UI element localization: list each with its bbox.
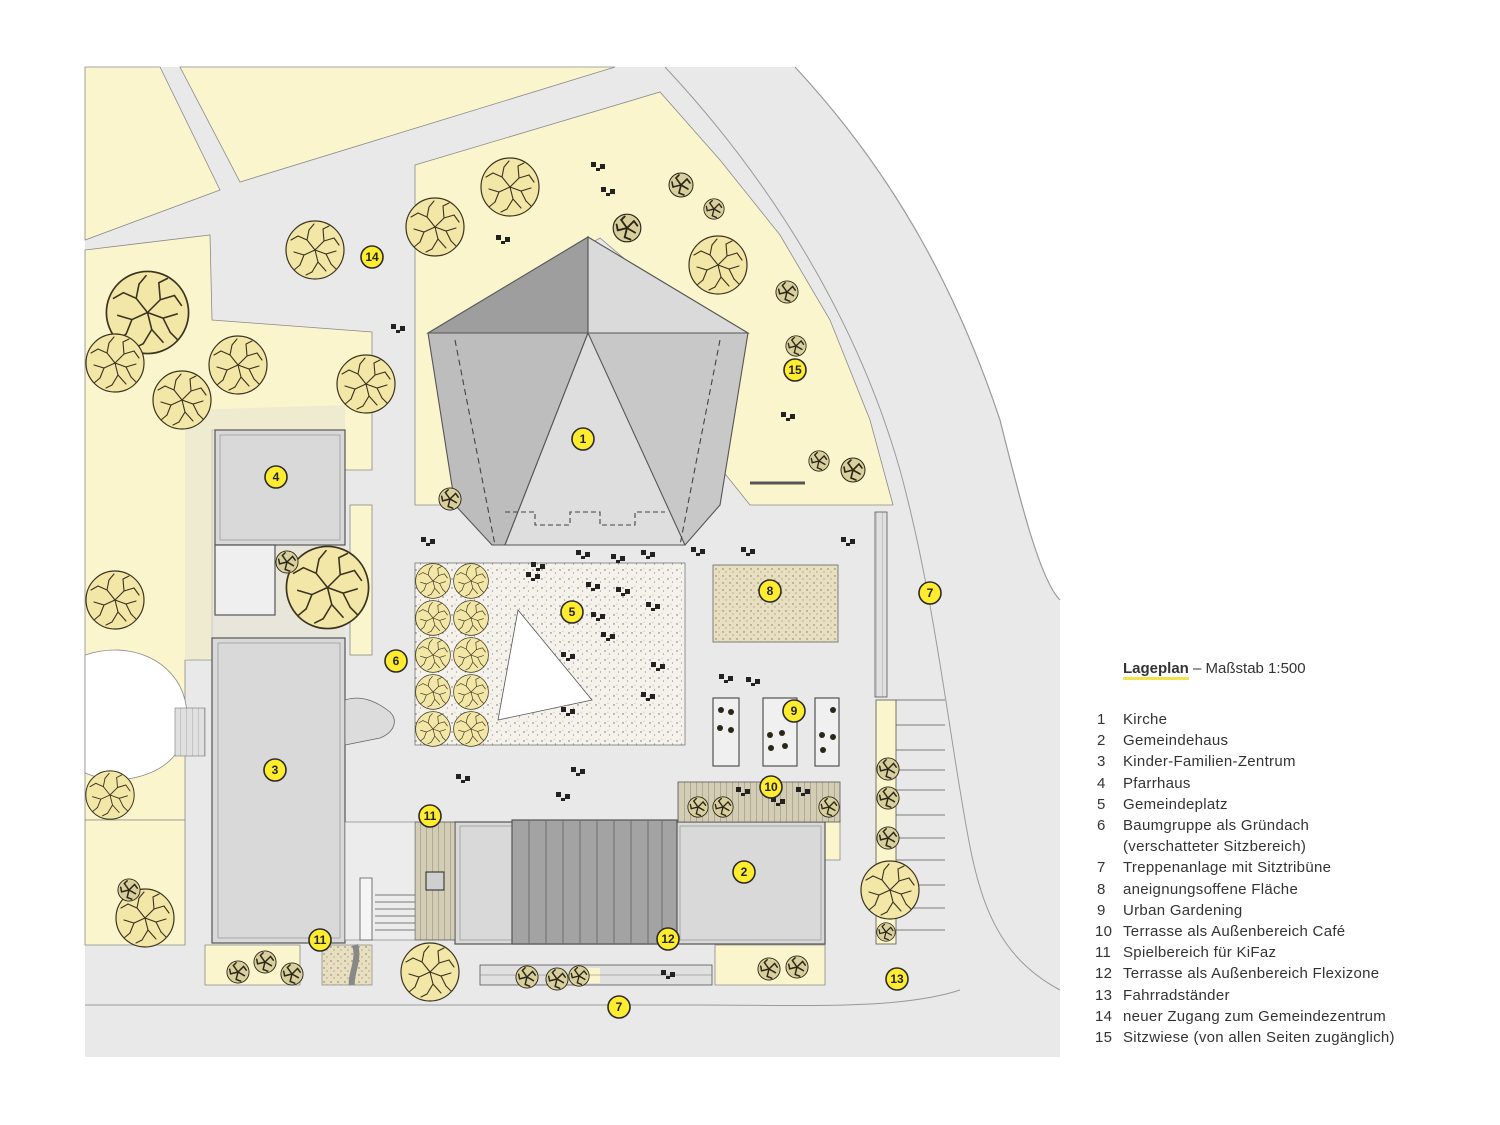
marker-11-north: 11	[418, 804, 442, 828]
legend-item-label: Gemeindeplatz	[1123, 795, 1228, 813]
legend-item-label: Baumgruppe als Gründach	[1123, 817, 1310, 835]
svg-text:13: 13	[890, 972, 904, 986]
legend-item-label: neuer Zugang zum Gemeindezentrum	[1123, 1007, 1387, 1025]
legend-item-label: Pfarrhaus	[1123, 774, 1191, 792]
legend-item-number: 6	[1097, 817, 1106, 835]
legend-item-label: Spielbereich für KiFaz	[1123, 944, 1277, 962]
svg-text:6: 6	[393, 654, 400, 668]
svg-text:11: 11	[314, 933, 327, 947]
marker-3: 3	[263, 758, 287, 782]
legend-title-bold: Lageplan	[1123, 660, 1189, 680]
marker-5: 5	[560, 600, 584, 624]
open-area	[712, 564, 839, 643]
marker-12: 12	[656, 927, 680, 951]
legend-item-number: 13	[1095, 986, 1113, 1004]
svg-text:9: 9	[791, 704, 798, 718]
legend-item: 2 Gemeindehaus	[1095, 730, 1495, 751]
legend-item-number	[1095, 836, 1123, 857]
legend-item-label: Treppenanlage mit Sitztribüne	[1123, 859, 1332, 877]
svg-text:1: 1	[580, 432, 587, 446]
legend-item: 1 Kirche	[1095, 709, 1495, 730]
legend-item: 12 Terrasse als Außenbereich Flexizone	[1095, 963, 1495, 984]
legend-item: 3 Kinder-Familien-Zentrum	[1095, 751, 1495, 772]
legend-item: 10 Terrasse als Außenbereich Café	[1095, 921, 1495, 942]
svg-text:7: 7	[927, 586, 934, 600]
legend-item-label: Terrasse als Außenbereich Café	[1123, 923, 1346, 941]
legend-item: 7 Treppenanlage mit Sitztribüne	[1095, 857, 1495, 878]
legend-item: 11 Spielbereich für KiFaz	[1095, 942, 1495, 963]
svg-text:3: 3	[272, 763, 279, 777]
legend-item-label: Kirche	[1123, 711, 1168, 728]
legend-item: 15 Sitzwiese (von allen Seiten zugänglich…	[1095, 1027, 1495, 1048]
legend-item-label: Gemeindehaus	[1123, 732, 1229, 750]
legend-item: 4 Pfarrhaus	[1095, 773, 1495, 794]
marker-4: 4	[264, 465, 288, 489]
legend-item-label: aneignungsoffene Fläche	[1123, 880, 1299, 898]
legend-item-number: 7	[1097, 859, 1106, 877]
marker-2: 2	[732, 860, 756, 884]
legend-item-number: 14	[1095, 1007, 1113, 1025]
legend-item-number: 2	[1097, 732, 1106, 750]
marker-7-south: 7	[607, 995, 631, 1019]
marker-13: 13	[885, 967, 909, 991]
legend-list: 1 Kirche 2 Gemeindehaus 3 Kinder-Familien-Zen…	[1095, 709, 1495, 1048]
svg-text:5: 5	[569, 605, 576, 619]
marker-7-east: 7	[918, 581, 942, 605]
legend-item-number: 1	[1097, 711, 1106, 728]
legend-title: Lageplan – Maßstab 1:500	[1123, 660, 1495, 680]
legend-title-scale: – Maßstab 1:500	[1188, 660, 1306, 677]
legend-item: 6 Baumgruppe als Gründach	[1095, 815, 1495, 836]
marker-6: 6	[384, 649, 408, 673]
legend-item-label: Fahrradständer	[1123, 986, 1230, 1004]
sun-sail	[497, 609, 593, 721]
legend-item: (verschatteter Sitzbereich)	[1095, 836, 1495, 857]
legend-item-number: 4	[1097, 774, 1106, 792]
church	[426, 236, 750, 546]
legend-item-number: 9	[1097, 901, 1106, 919]
legend-item: 8 aneignungsoffene Fläche	[1095, 879, 1495, 900]
legend-item-label: Kinder-Familien-Zentrum	[1123, 753, 1296, 771]
legend-item-number: 10	[1095, 923, 1113, 941]
svg-text:15: 15	[788, 363, 802, 377]
garden-plants	[717, 707, 836, 753]
marker-1: 1	[571, 427, 595, 451]
legend-item: 13 Fahrradständer	[1095, 985, 1495, 1006]
marker-9: 9	[782, 699, 806, 723]
svg-text:14: 14	[365, 250, 379, 264]
legend-item: 14 neuer Zugang zum Gemeindezentrum	[1095, 1006, 1495, 1027]
roof-stripes	[528, 820, 663, 944]
svg-text:8: 8	[767, 584, 774, 598]
svg-text:4: 4	[273, 470, 280, 484]
marker-11-south: 11	[308, 928, 332, 952]
svg-text:10: 10	[764, 780, 778, 794]
legend-item-number: 3	[1097, 753, 1106, 771]
marker-14: 14	[360, 245, 384, 269]
marker-8: 8	[758, 579, 782, 603]
legend-item-number: 12	[1095, 965, 1113, 983]
legend-item-label: Sitzwiese (von allen Seiten zugänglich)	[1123, 1029, 1395, 1047]
svg-text:11: 11	[424, 809, 437, 823]
marker-10: 10	[759, 775, 783, 799]
marker-15: 15	[783, 358, 807, 382]
legend-item: 5 Gemeindeplatz	[1095, 794, 1495, 815]
tribune-steps-south	[479, 964, 713, 986]
legend-item-label: Urban Gardening	[1123, 901, 1243, 919]
legend-item-number: 8	[1097, 880, 1106, 898]
legend-item-label: Terrasse als Außenbereich Flexizone	[1123, 965, 1380, 983]
svg-text:2: 2	[741, 865, 748, 879]
svg-text:12: 12	[661, 932, 675, 946]
legend-item-number: 15	[1095, 1029, 1113, 1047]
legend-item: 9 Urban Gardening	[1095, 900, 1495, 921]
legend-item-number: 5	[1097, 795, 1106, 813]
legend-item-number: 11	[1095, 944, 1112, 962]
svg-text:7: 7	[616, 1000, 623, 1014]
legend-item-label: (verschatteter Sitzbereich)	[1123, 838, 1307, 856]
